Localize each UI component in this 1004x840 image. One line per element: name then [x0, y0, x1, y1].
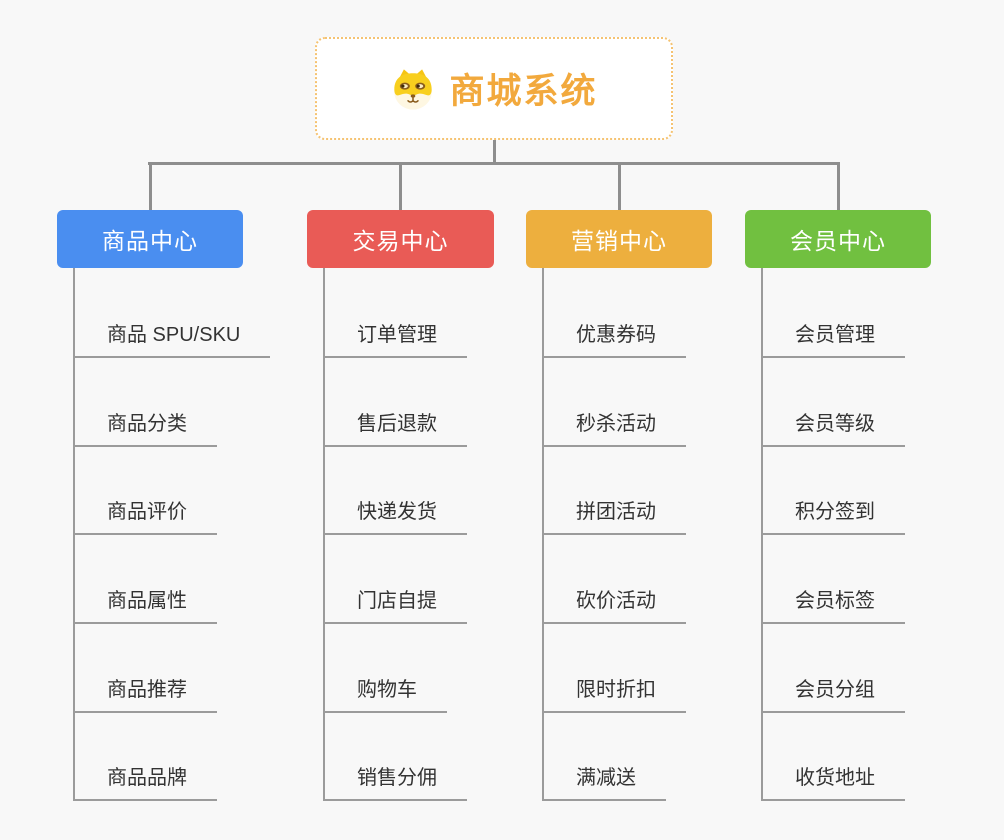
branch-4-item-6[interactable]: 收货地址	[761, 763, 905, 801]
branch-3-drop-line	[618, 163, 621, 210]
branch-4-item-4[interactable]: 会员标签	[761, 586, 905, 624]
branch-bus-line	[148, 162, 840, 165]
branch-2-item-5[interactable]: 购物车	[323, 675, 447, 713]
branch-2-item-2[interactable]: 售后退款	[323, 409, 467, 447]
branch-4-header[interactable]: 会员中心	[745, 210, 931, 268]
branch-3-item-3[interactable]: 拼团活动	[542, 497, 686, 535]
branch-2-item-4[interactable]: 门店自提	[323, 586, 467, 624]
root-node[interactable]: 商城系统	[315, 37, 673, 140]
branch-1-item-6[interactable]: 商品品牌	[73, 763, 217, 801]
branch-1-item-3[interactable]: 商品评价	[73, 497, 217, 535]
branch-4-item-1[interactable]: 会员管理	[761, 320, 905, 358]
branch-2-header[interactable]: 交易中心	[307, 210, 494, 268]
branch-4-item-5[interactable]: 会员分组	[761, 675, 905, 713]
branch-3-item-2[interactable]: 秒杀活动	[542, 409, 686, 447]
root-title: 商城系统	[449, 72, 598, 111]
branch-2-item-6[interactable]: 销售分佣	[323, 763, 467, 801]
branch-2-item-1[interactable]: 订单管理	[323, 320, 467, 358]
dog-face-icon	[390, 66, 436, 112]
branch-1-header[interactable]: 商品中心	[57, 210, 243, 268]
branch-1-item-5[interactable]: 商品推荐	[73, 675, 217, 713]
branch-2-drop-line	[399, 163, 402, 210]
branch-3-item-6[interactable]: 满减送	[542, 763, 666, 801]
branch-3-item-1[interactable]: 优惠券码	[542, 320, 686, 358]
branch-3-item-5[interactable]: 限时折扣	[542, 675, 686, 713]
branch-3-item-4[interactable]: 砍价活动	[542, 586, 686, 624]
branch-1-item-1[interactable]: 商品 SPU/SKU	[73, 320, 271, 358]
branch-3-header[interactable]: 营销中心	[526, 210, 712, 268]
branch-1-drop-line	[149, 163, 152, 210]
branch-2-item-3[interactable]: 快递发货	[323, 497, 467, 535]
branch-1-item-4[interactable]: 商品属性	[73, 586, 217, 624]
branch-4-item-2[interactable]: 会员等级	[761, 409, 905, 447]
branch-4-drop-line	[837, 163, 840, 210]
branch-1-item-2[interactable]: 商品分类	[73, 409, 217, 447]
branch-4-item-3[interactable]: 积分签到	[761, 497, 905, 535]
root-stem-line	[493, 140, 496, 164]
